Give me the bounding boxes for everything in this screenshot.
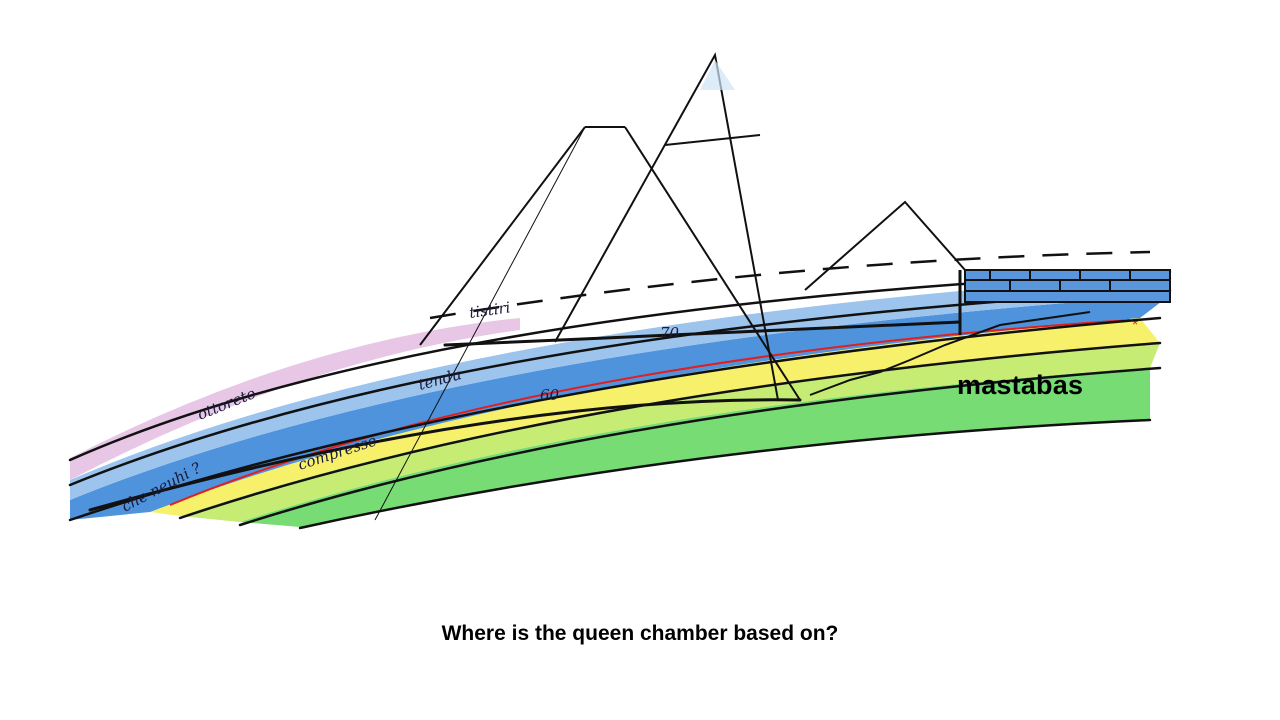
- light-green-layer: [180, 343, 1160, 522]
- sketch-label-60: 60: [540, 386, 560, 404]
- dashed-level-line: [429, 250, 1151, 320]
- slide-caption: Where is the queen chamber based on?: [441, 622, 839, 645]
- yellow-layer: [150, 318, 1160, 516]
- mastabas-label: mastabas: [957, 370, 1084, 400]
- great-pyramid: [554, 52, 779, 401]
- green-layer: [240, 368, 1150, 527]
- pink-layer: [70, 318, 520, 480]
- red-star-icon: *: [1132, 317, 1138, 334]
- red-line: [169, 319, 1131, 506]
- sketch-label-70: 70: [660, 324, 680, 342]
- sketch-label-top: tistiri: [468, 298, 512, 322]
- blue-layer: [70, 295, 1170, 520]
